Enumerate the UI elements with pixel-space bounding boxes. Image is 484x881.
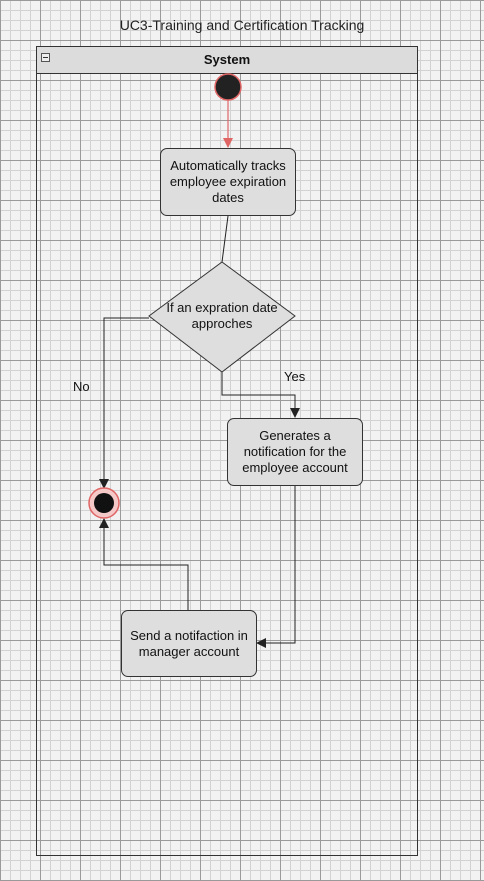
edge-send-to-final	[99, 518, 189, 610]
edge-no	[99, 317, 149, 489]
edge-label-no: No	[73, 379, 90, 394]
action-track-expiration[interactable]: Automatically tracks employee expiration…	[160, 148, 296, 216]
initial-node[interactable]	[214, 73, 242, 101]
diagram-title: UC3-Training and Certification Tracking	[119, 17, 365, 33]
edge-track-to-decision	[221, 215, 229, 263]
collapse-icon[interactable]	[41, 53, 50, 62]
system-title: System	[203, 52, 251, 67]
final-node[interactable]	[94, 493, 114, 513]
edge-yes	[221, 372, 300, 418]
edge-label-yes: Yes	[284, 369, 306, 384]
edge-generate-to-send	[256, 486, 296, 648]
action-generate-notification[interactable]: Generates a notification for the employe…	[227, 418, 363, 486]
decision-label: If an expration date approches	[166, 300, 278, 331]
action-send-manager-notification[interactable]: Send a notifaction in manager account	[121, 610, 257, 677]
